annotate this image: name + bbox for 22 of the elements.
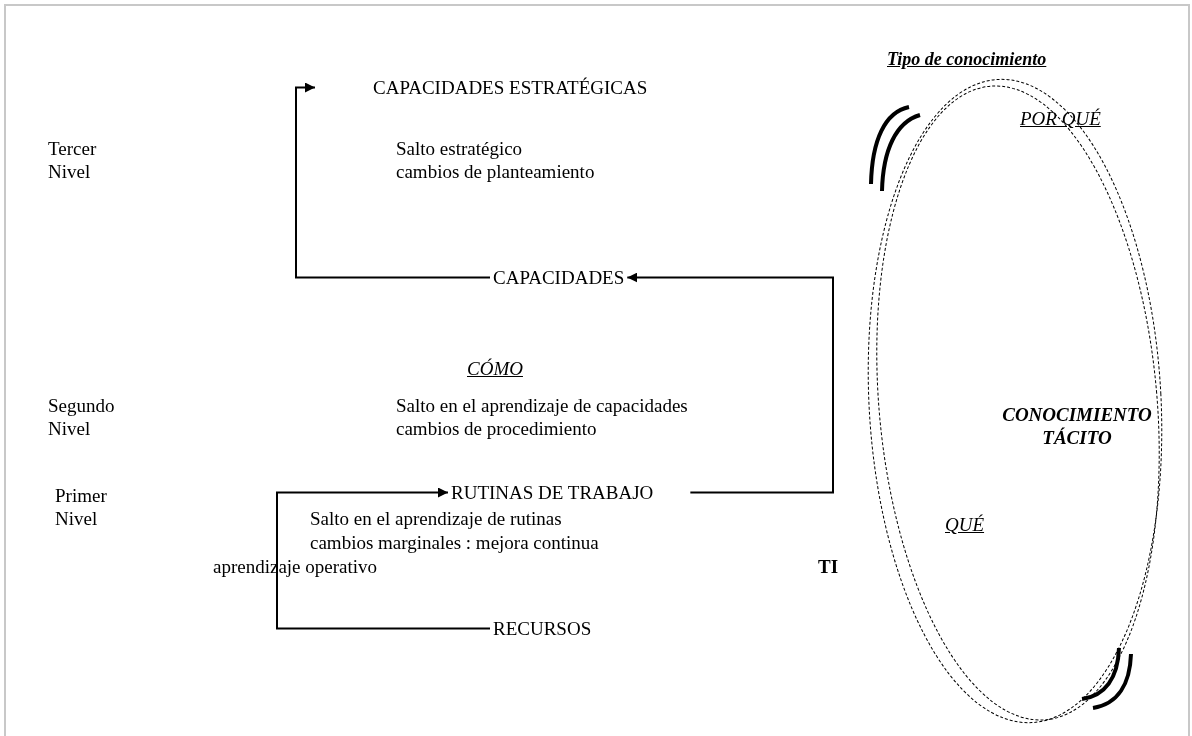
level-title: CAPACIDADES ESTRATÉGICAS (318, 76, 648, 99)
knowledge-type-label: CÓMO (467, 357, 523, 380)
arrow (626, 272, 834, 494)
ellipse-text: POR QUÉ (1020, 107, 1101, 130)
ellipse-text: QUÉ (945, 513, 985, 536)
arrow (295, 82, 491, 279)
description-text: Salto en el aprendizaje de capacidades (396, 394, 688, 417)
description-text: Salto en el aprendizaje de rutinas (310, 507, 562, 530)
description-text: Salto estratégico (396, 137, 523, 160)
arrow (276, 487, 491, 630)
description-text: cambios de procedimiento (396, 417, 597, 440)
level-title: RUTINAS DE TRABAJO (451, 481, 688, 504)
description-text: cambios marginales : mejora continua (310, 531, 599, 554)
level-label: Segundo Nivel (48, 394, 115, 440)
ellipse-title: CONOCIMIENTO TÁCITO (1001, 403, 1153, 449)
level-label: Primer Nivel (55, 484, 107, 530)
abbreviation-label: TI (818, 555, 839, 578)
level-title: CAPACIDADES (493, 266, 625, 289)
level-label: Tercer Nivel (48, 137, 97, 183)
description-text: cambios de planteamiento (396, 160, 595, 183)
heading: Tipo de conocimiento (887, 48, 1047, 71)
level-title: RECURSOS (493, 617, 592, 640)
